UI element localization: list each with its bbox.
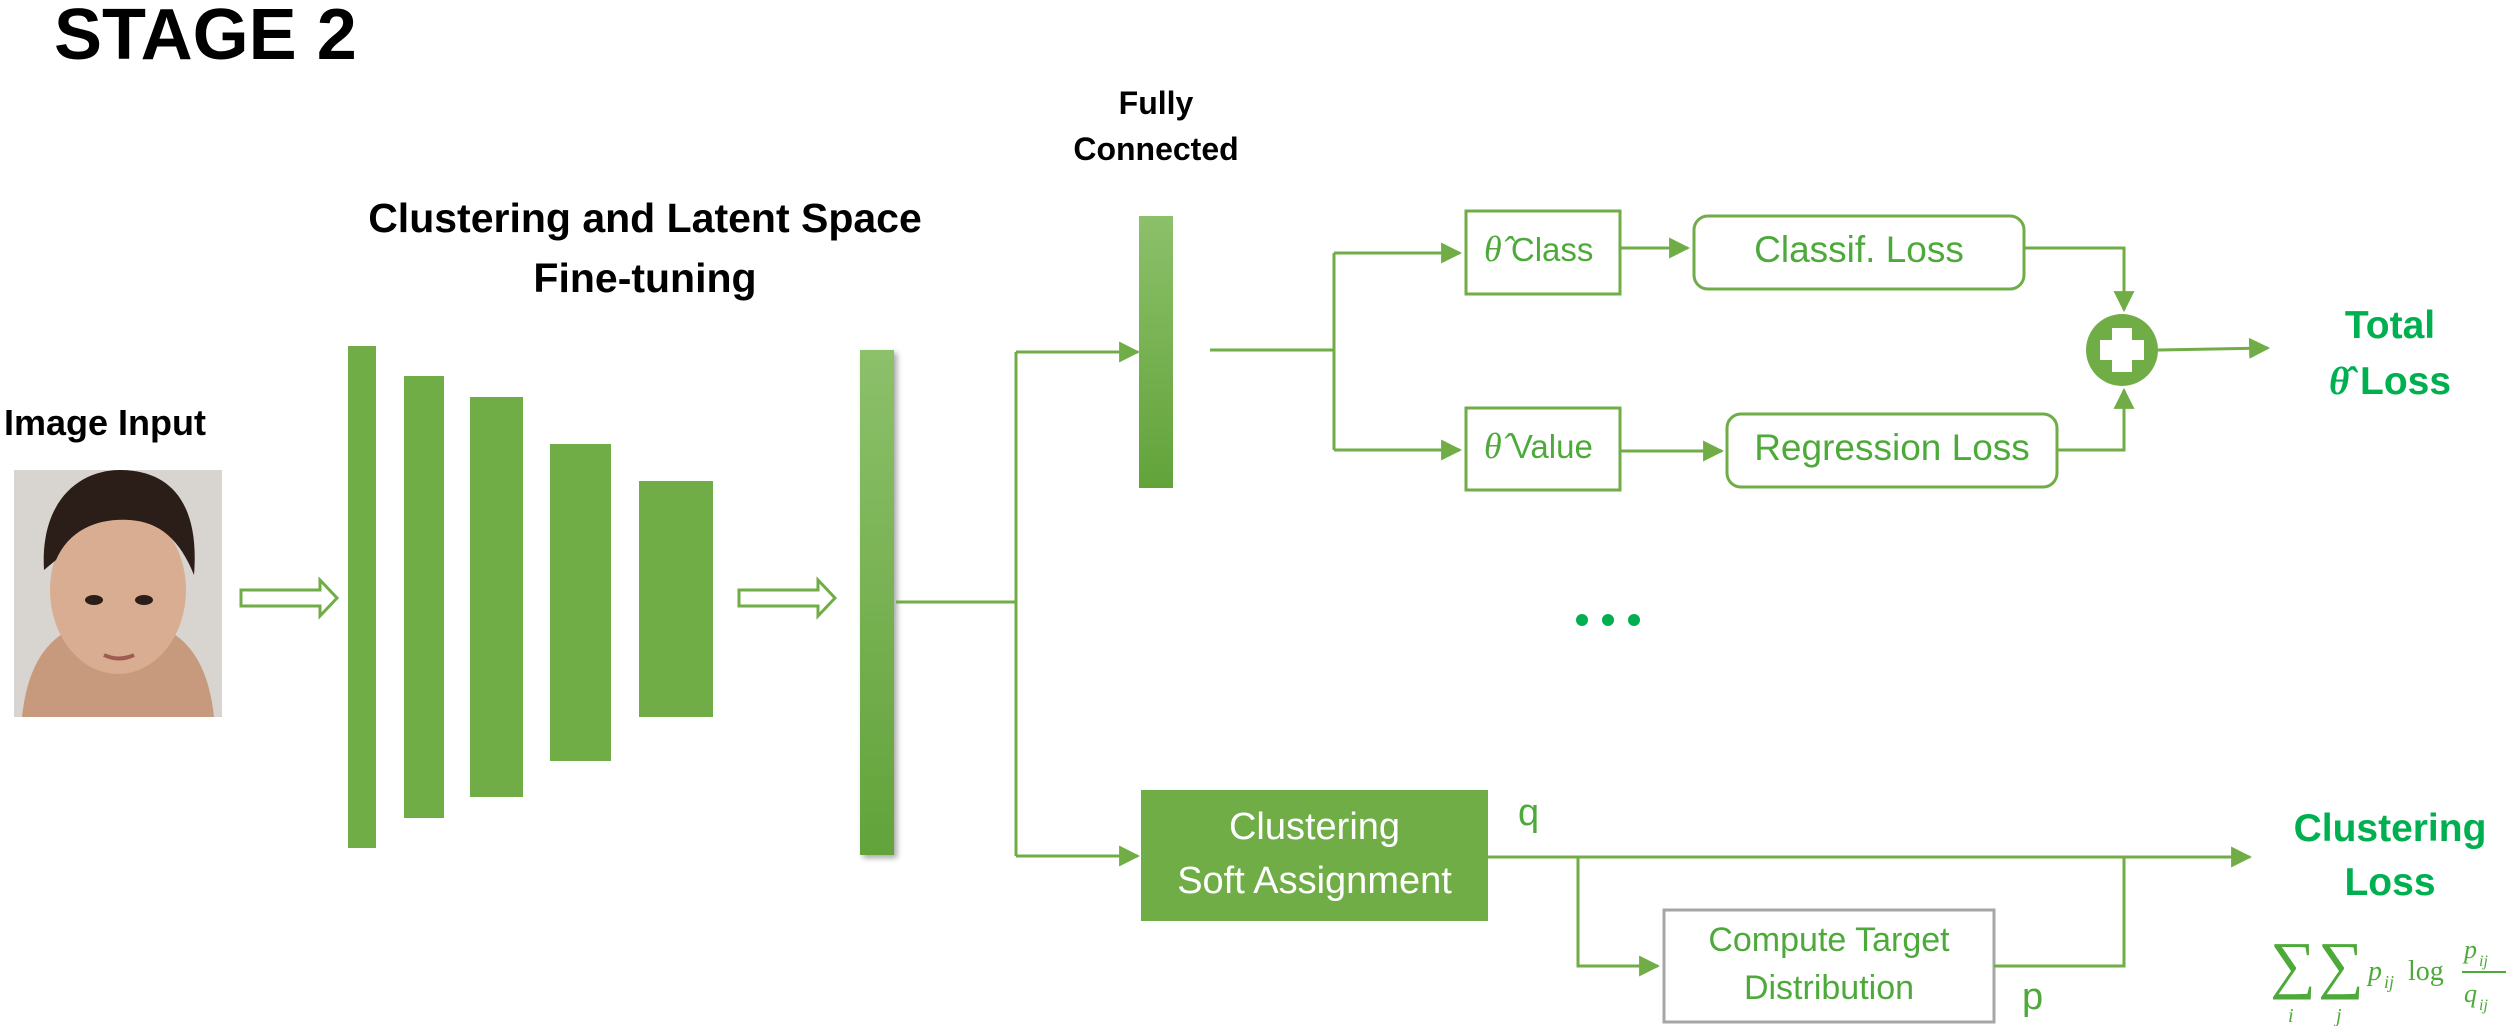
regression-loss-label: Regression Loss [1754,427,2030,468]
target-distribution-label: Compute Target Distribution [1664,916,1994,1012]
fully-connected-label: Fully Connected [1046,80,1266,172]
total-loss-label: Total θ̂ Loss [2280,298,2500,410]
frac-numerator: p [2462,935,2477,964]
clustering-box-line2: Soft Assignment [1177,860,1452,902]
sum-i-symbol: ∑ [2270,929,2316,1000]
p-term: p [2366,956,2382,987]
classif-loss-label: Classif. Loss [1754,229,1964,270]
value-head-box [1464,406,1622,492]
p-label: p [2022,976,2044,1018]
latent-vector-bar [860,350,894,855]
frac-numerator-sub: ij [2479,953,2488,970]
encoder-arrow [737,576,838,620]
value-head-label: θ̂ Value [1484,425,1593,467]
face-image [14,470,222,717]
encoder-layer-2 [404,376,444,818]
plus-to-total-arrow [2157,337,2271,359]
clustering-loss-line2: Loss [2344,861,2436,904]
page-title: STAGE 2 [54,0,357,75]
sum-j-symbol: ∑ [2318,929,2364,1000]
clustering-loss-line1: Clustering [2293,807,2487,850]
encoder-layer-4 [550,444,611,761]
frac-denominator-sub: ij [2479,997,2488,1014]
regression-loss-to-plus-line [2057,387,2135,452]
fully-connected-bar [1139,216,1173,488]
class-head-box [1464,209,1622,296]
theta-hat-symbol: θ̂ [2328,360,2350,403]
log-text: log [2408,956,2444,987]
encoder-title-line2: Fine-tuning [533,255,757,301]
clustering-box-line1: Clustering [1228,806,1401,848]
p-term-sub: ij [2384,972,2394,992]
clustering-soft-assignment-box [1141,790,1488,921]
classif-loss-box [1692,214,2026,291]
encoder-layer-5 [639,481,713,717]
plus-icon [2086,314,2158,386]
target-distribution-line1: Compute Target [1708,921,1950,959]
class-head-label: θ̂ Class [1484,228,1593,270]
frac-denominator: q [2464,979,2477,1008]
total-loss-line2: θ̂ Loss [2280,354,2500,410]
encoder-title: Clustering and Latent Space Fine-tuning [350,188,940,308]
input-arrow [239,576,340,620]
fully-connected-line1: Fully [1118,85,1194,121]
clustering-box-label: Clustering Soft Assignment [1141,800,1488,908]
fc-fork-lines [1210,253,1336,450]
p-return-line [1994,857,2126,968]
theta-hat-symbol: θ̂ [1484,229,1502,269]
sum-j-index: j [2333,1005,2342,1026]
total-loss-text: Loss [2360,360,2452,403]
value-head-text: Value [1510,428,1593,465]
theta-hat-symbol: θ̂ [1484,426,1502,466]
latent-fork-lines [896,352,1018,856]
clustering-loss-label: Clustering Loss [2280,802,2500,910]
image-input-label: Image Input [4,402,207,443]
q-label: q [1518,792,1540,834]
ellipsis-text: ... [0,0,1,1]
encoder-title-line1: Clustering and Latent Space [368,195,922,241]
q-to-target-line [1576,857,1661,977]
kl-divergence-formula: ∑ i ∑ j p ij log p ij q ij [2270,929,2506,1026]
classif-loss-to-plus-line [2024,246,2135,313]
ellipsis-dots [1576,614,1640,626]
sum-i-index: i [2288,1005,2294,1026]
encoder-layer-1 [348,346,376,848]
fully-connected-line2: Connected [1073,131,1239,167]
encoder-layer-3 [470,397,523,797]
target-distribution-line2: Distribution [1743,969,1915,1007]
class-head-text: Class [1510,231,1594,268]
total-loss-line1: Total [2344,304,2436,347]
